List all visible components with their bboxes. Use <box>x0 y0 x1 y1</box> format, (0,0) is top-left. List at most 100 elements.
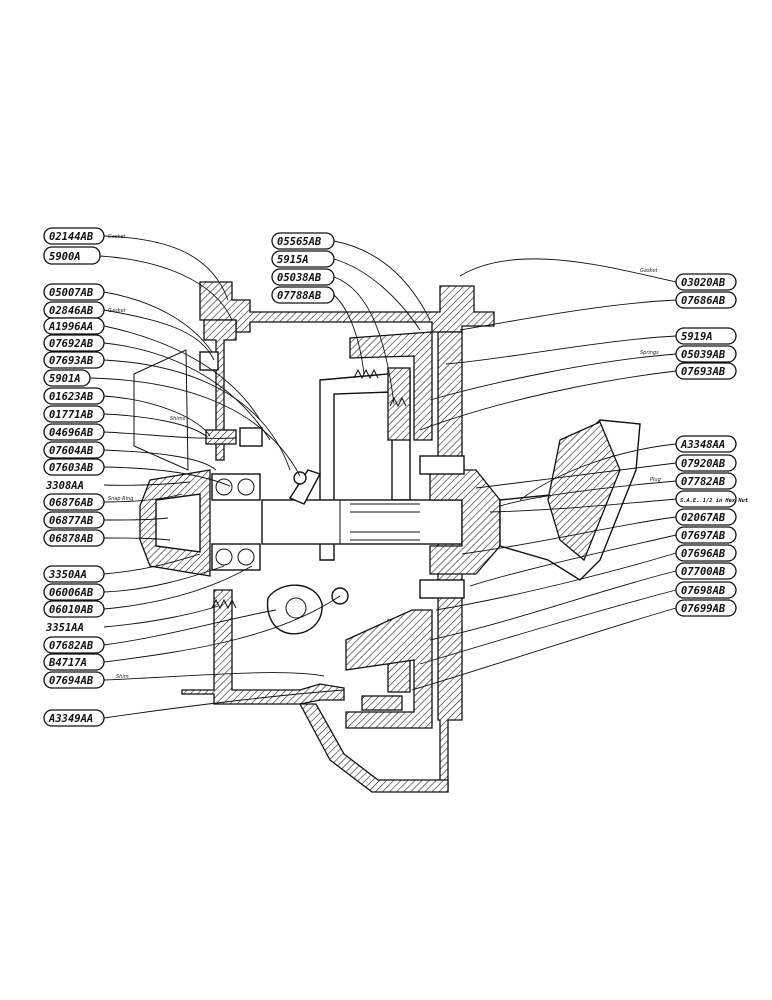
captions: Gasket Gasket Shims Snap Ring Shim Gaske… <box>108 234 661 680</box>
caption-shim: Shim <box>116 674 129 680</box>
svg-text:07696AB: 07696AB <box>681 548 726 560</box>
part-label-07604AB: 07604AB <box>43 441 105 459</box>
part-label-5901A: 5901A <box>43 369 91 387</box>
part-label-06010AB: 06010AB <box>43 600 105 618</box>
part-label-A3349AA: A3349AA <box>43 709 105 727</box>
part-label-07788AB: 07788AB <box>271 286 335 304</box>
part-label-02846AB: 02846AB <box>43 301 105 319</box>
svg-text:06006AB: 06006AB <box>49 587 94 599</box>
svg-text:07693AB: 07693AB <box>681 366 726 378</box>
part-label-07699AB: 07699AB <box>675 599 737 617</box>
part-label-07697AB: 07697AB <box>675 526 737 544</box>
part-label-A1996AA: A1996AA <box>43 317 105 335</box>
svg-text:07604AB: 07604AB <box>49 445 94 457</box>
svg-text:06876AB: 06876AB <box>49 497 94 509</box>
svg-text:06878AB: 06878AB <box>49 533 94 545</box>
leader-lines <box>89 235 677 719</box>
svg-text:07694AB: 07694AB <box>49 675 94 687</box>
svg-text:3350AA: 3350AA <box>48 569 87 581</box>
svg-text:02846AB: 02846AB <box>49 305 94 317</box>
labels-left: 02144AB 5900A 05007AB 02846AB A1996AA 07… <box>43 227 105 727</box>
nut-bolt-left <box>239 427 263 447</box>
part-label-07686AB: 07686AB <box>675 291 737 309</box>
caption-plug: Plug <box>650 477 661 483</box>
svg-text:05038AB: 05038AB <box>277 272 322 284</box>
svg-text:05007AB: 05007AB <box>49 287 94 299</box>
svg-text:3308AA: 3308AA <box>45 480 84 492</box>
svg-text:07686AB: 07686AB <box>681 295 726 307</box>
part-label-5919A: 5919A <box>675 327 737 345</box>
part-label-06877AB: 06877AB <box>43 511 105 529</box>
svg-text:07782AB: 07782AB <box>681 476 726 488</box>
part-label-05007AB: 05007AB <box>43 283 105 301</box>
svg-text:A1996AA: A1996AA <box>48 321 93 333</box>
clutch-springs-upper <box>353 368 379 380</box>
part-label-5915A: 5915A <box>271 250 335 268</box>
part-label-06876AB: 06876AB <box>43 493 105 511</box>
svg-text:5915A: 5915A <box>277 254 309 266</box>
nut-upper-left <box>199 351 219 371</box>
part-label-02067AB: 02067AB <box>675 508 737 526</box>
svg-text:B4717A: B4717A <box>48 657 87 669</box>
caption-shims: Shims <box>170 416 186 422</box>
housing-top-wall <box>199 281 495 333</box>
part-label-07700AB: 07700AB <box>675 562 737 580</box>
part-label-03020AB: 03020AB <box>675 273 737 291</box>
svg-text:06877AB: 06877AB <box>49 515 94 527</box>
sump-pan <box>298 703 449 793</box>
svg-text:05039AB: 05039AB <box>681 349 726 361</box>
part-label-06878AB: 06878AB <box>43 529 105 547</box>
part-label-3308AA: 3308AA <box>45 480 84 492</box>
svg-text:07693AB: 07693AB <box>49 355 94 367</box>
caption-snap-ring: Snap Ring <box>108 496 133 502</box>
labels-center: 05565AB 5915A 05038AB 07788AB <box>271 232 335 304</box>
left-bearing-lower <box>211 543 261 571</box>
svg-text:A3348AA: A3348AA <box>680 439 725 451</box>
clutch-springs-mid <box>389 396 407 408</box>
output-hub <box>429 469 501 575</box>
part-label-05038AB: 05038AB <box>271 268 335 286</box>
part-label-07696AB: 07696AB <box>675 544 737 562</box>
svg-text:07698AB: 07698AB <box>681 585 726 597</box>
part-label-02144AB: 02144AB <box>43 227 105 245</box>
main-shaft <box>261 499 463 545</box>
part-label-07920AB: 07920AB <box>675 454 737 472</box>
part-label-3350AA: 3350AA <box>43 565 105 583</box>
nut-right-lower <box>419 579 465 599</box>
part-label-07693AB-left: 07693AB <box>43 351 105 369</box>
part-label-07698AB: 07698AB <box>675 581 737 599</box>
part-label-A3348AA: A3348AA <box>675 435 737 453</box>
svg-text:07603AB: 07603AB <box>49 462 94 474</box>
caption-springs: Springs <box>640 350 659 356</box>
threaded-stud-left <box>205 429 237 445</box>
svg-text:02067AB: 02067AB <box>681 512 726 524</box>
part-label-hex-nut: S.A.E. 1/2 in Hex Nut <box>675 490 749 508</box>
svg-text:07920AB: 07920AB <box>681 458 726 470</box>
part-label-B4717A: B4717A <box>43 653 105 671</box>
bolt-lower <box>361 695 403 711</box>
left-bearing-upper <box>211 473 261 501</box>
part-label-04696AB: 04696AB <box>43 423 105 441</box>
svg-text:07700AB: 07700AB <box>681 566 726 578</box>
svg-text:5901A: 5901A <box>49 373 81 385</box>
svg-text:07697AB: 07697AB <box>681 530 726 542</box>
nut-right-upper <box>419 455 465 475</box>
part-label-07782AB: 07782AB <box>675 472 737 490</box>
part-label-07603AB: 07603AB <box>43 458 105 476</box>
svg-text:A3349AA: A3349AA <box>48 713 93 725</box>
svg-text:5900A: 5900A <box>49 251 81 263</box>
svg-text:07682AB: 07682AB <box>49 640 94 652</box>
svg-text:S.A.E. 1/2 in Hex Nut: S.A.E. 1/2 in Hex Nut <box>680 498 749 504</box>
part-label-01623AB: 01623AB <box>43 387 105 405</box>
lower-pressure-plate <box>345 609 433 729</box>
svg-text:07699AB: 07699AB <box>681 603 726 615</box>
caption-gasket-1: Gasket <box>108 234 127 240</box>
svg-text:01771AB: 01771AB <box>49 409 94 421</box>
svg-text:07692AB: 07692AB <box>49 338 94 350</box>
part-label-01771AB: 01771AB <box>43 405 105 423</box>
part-label-05039AB: 05039AB <box>675 345 737 363</box>
caption-gasket-3: Gasket <box>640 268 659 274</box>
part-label-5900A: 5900A <box>43 246 101 265</box>
svg-text:03020AB: 03020AB <box>681 277 726 289</box>
